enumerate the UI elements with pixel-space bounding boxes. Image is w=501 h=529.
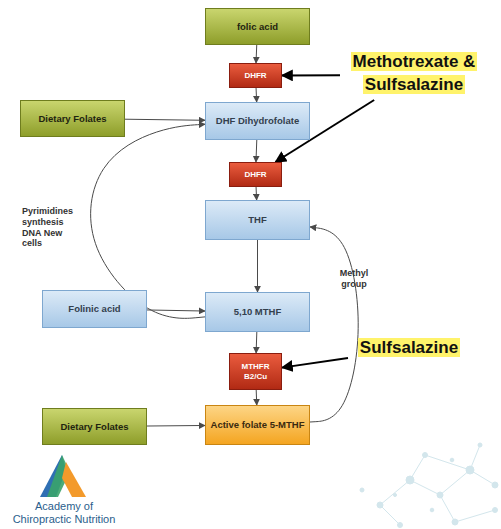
enzyme-box: DHFR	[229, 162, 282, 187]
edge-label: Methyl group	[332, 268, 376, 290]
flow-arrow	[310, 227, 358, 422]
drug-callout: Sulfsalazine	[348, 336, 470, 362]
active-folate-box: Active folate 5-MTHF	[205, 405, 310, 445]
metabolite-box: 5,10 MTHF	[205, 292, 310, 332]
source-box: Dietary Folates	[42, 408, 147, 445]
edge-label: Pyrimidines synthesis DNA New cells	[22, 206, 82, 249]
node-text: DHF Dihydrofolate	[216, 115, 299, 126]
node-text: Dietary Folates	[60, 421, 128, 432]
flow-arrow	[257, 240, 258, 292]
node-text: 5,10 MTHF	[234, 306, 282, 317]
flow-arrow	[256, 88, 258, 102]
node-text: folic acid	[237, 21, 278, 32]
flow-arrow	[256, 390, 258, 405]
metabolite-box: DHF Dihydrofolate	[205, 102, 310, 140]
source-box: Dietary Folates	[20, 100, 125, 137]
flow-arrow	[125, 119, 205, 120]
node-text: DHFR	[244, 170, 266, 180]
node-text: Methotrexate & Sulfsalazine	[351, 52, 478, 94]
flow-arrow	[256, 45, 258, 63]
flow-arrow	[147, 425, 205, 427]
node-text: Folinic acid	[68, 303, 120, 314]
enzyme-box: DHFR	[229, 63, 282, 88]
flow-arrow	[147, 310, 205, 311]
logo-triangle	[62, 462, 86, 497]
enzyme-box: MTHFR B2/Cu	[229, 353, 282, 390]
inhibition-arrow	[282, 358, 348, 368]
flow-arrow	[256, 187, 258, 200]
node-text: Sulfsalazine	[358, 338, 460, 357]
node-text: MTHFR B2/Cu	[232, 362, 279, 381]
node-text: Active folate 5-MTHF	[211, 419, 305, 430]
metabolite-box: THF	[205, 200, 310, 240]
network-decoration	[360, 443, 498, 528]
node-text: Dietary Folates	[38, 113, 106, 124]
logo-mark	[40, 455, 86, 497]
flow-arrow	[256, 332, 258, 353]
inhibition-arrow	[282, 74, 340, 76]
metabolite-box: Folinic acid	[42, 290, 147, 328]
drug-callout: Methotrexate & Sulfsalazine	[340, 50, 488, 100]
node-text: THF	[248, 214, 266, 225]
node-text: DHFR	[244, 71, 266, 81]
source-box: folic acid	[205, 8, 310, 45]
flow-arrow	[255, 140, 257, 162]
logo-text: Academy of Chiropractic Nutrition	[5, 500, 123, 525]
